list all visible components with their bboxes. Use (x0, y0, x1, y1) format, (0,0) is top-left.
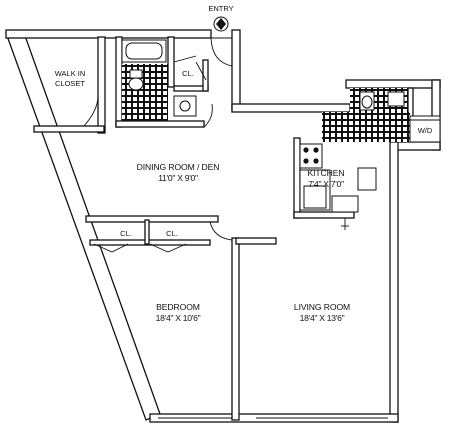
dining-room-dimensions: 11'0" X 9'0" (158, 173, 198, 183)
kitchen-block (293, 87, 441, 230)
bedroom-closet-label-2: CL. (166, 229, 178, 238)
washer-dryer-label: W/D (418, 126, 433, 135)
bath-closet-label: CL. (182, 69, 194, 78)
entry-compass-icon (213, 16, 229, 32)
kitchen-tile-band (322, 112, 410, 142)
walk-in-closet-label-2: CLOSET (55, 79, 85, 88)
kitchen-label: KITCHEN (307, 168, 344, 178)
bedroom-walls (85, 215, 277, 421)
walk-in-closet-label: WALK IN (55, 69, 86, 78)
bath-tile-floor (122, 64, 168, 121)
living-room-dimensions: 18'4" X 13'6" (300, 313, 345, 323)
bathroom (115, 36, 213, 128)
entry-label: ENTRY (208, 4, 233, 13)
bedroom-label: BEDROOM (156, 302, 200, 312)
dining-room-label: DINING ROOM / DEN (137, 162, 220, 172)
living-room-label: LIVING ROOM (294, 302, 350, 312)
walk-in-closet (33, 36, 106, 134)
entry-door (210, 37, 233, 67)
bedroom-dimensions: 18'4" X 10'6" (156, 313, 201, 323)
bedroom-closet-label-1: CL. (120, 229, 132, 238)
kitchen-dimensions: 7'4" X 7'0" (308, 179, 344, 189)
